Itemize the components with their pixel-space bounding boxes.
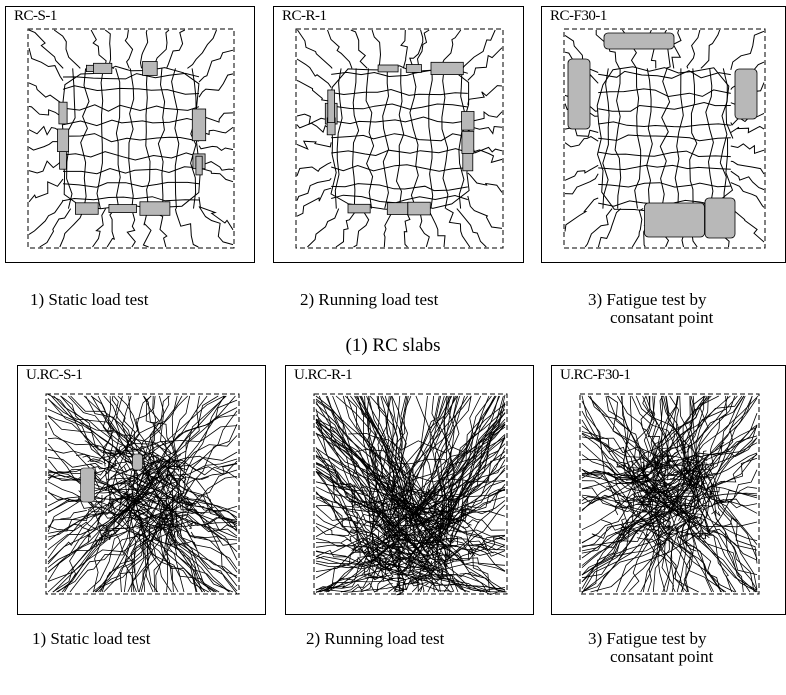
caption-static-load-test: 1) Static load test — [32, 630, 151, 648]
crack-pattern — [563, 28, 766, 249]
caption-line1: 2) Running load test — [306, 629, 445, 648]
caption-fatigue-test: 3) Fatigue test by consatant point — [588, 291, 713, 327]
caption-line1: 3) Fatigue test by — [588, 629, 707, 648]
crack-panel-urc-s-1: U.RC-S-1 — [17, 365, 266, 615]
cracks — [28, 29, 234, 248]
panel-label: U.RC-S-1 — [24, 367, 85, 383]
crack-pattern — [579, 393, 760, 595]
panel-label: U.RC-F30-1 — [558, 367, 633, 383]
crack-pattern — [27, 28, 235, 249]
crack-pattern — [45, 393, 240, 595]
panel-label: U.RC-R-1 — [292, 367, 355, 383]
specimen-outline — [563, 28, 766, 249]
caption-line1: 1) Static load test — [30, 290, 149, 309]
specimen-outline — [579, 393, 760, 595]
cracks — [581, 395, 759, 594]
specimen-outline — [295, 28, 504, 249]
caption-fatigue-test: 3) Fatigue test by consatant point — [588, 630, 713, 666]
crack-panel-rc-f30-1: RC-F30-1 — [541, 6, 786, 263]
caption-line2: consatant point — [610, 308, 714, 327]
cracks — [296, 29, 503, 248]
caption-running-load-test: 2) Running load test — [300, 291, 438, 309]
spalled-area — [567, 32, 758, 239]
crack-panel-rc-s-1: RC-S-1 — [5, 6, 255, 263]
caption-line2: consatant point — [610, 647, 714, 666]
specimen-outline — [313, 393, 508, 595]
spalled-area — [324, 61, 475, 216]
caption-line1: 3) Fatigue test by — [588, 290, 707, 309]
spalled-area — [80, 453, 143, 503]
crack-panel-rc-r-1: RC-R-1 — [273, 6, 524, 263]
panel-label: RC-S-1 — [12, 8, 59, 24]
section-title: (1) RC slabs — [345, 335, 441, 356]
specimen-outline — [45, 393, 240, 595]
panel-label: RC-R-1 — [280, 8, 329, 24]
crack-panel-urc-r-1: U.RC-R-1 — [285, 365, 534, 615]
crack-pattern — [295, 28, 504, 249]
spalled-area — [57, 61, 207, 216]
crack-pattern — [313, 393, 508, 596]
crack-panel-urc-f30-1: U.RC-F30-1 — [551, 365, 786, 615]
cracks — [315, 394, 507, 596]
caption-line1: 2) Running load test — [300, 290, 439, 309]
specimen-outline — [27, 28, 235, 249]
panel-label: RC-F30-1 — [548, 8, 609, 24]
caption-static-load-test: 1) Static load test — [30, 291, 149, 309]
caption-line1: 1) Static load test — [32, 629, 151, 648]
cracks — [47, 394, 238, 595]
caption-running-load-test: 2) Running load test — [306, 630, 444, 648]
